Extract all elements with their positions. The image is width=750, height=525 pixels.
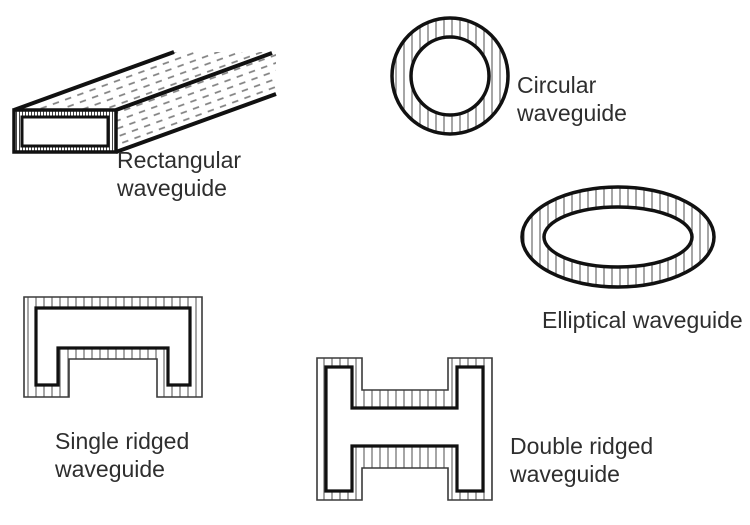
circular-waveguide-label-line1: Circular — [517, 72, 597, 98]
double-ridged-waveguide-label: Double ridged waveguide — [510, 432, 653, 488]
circular-waveguide-cavity — [409, 35, 491, 117]
circular-waveguide-drawing — [390, 16, 510, 136]
rectangular-waveguide-label: Rectangular waveguide — [117, 146, 241, 202]
single-ridged-waveguide-label-line1: Single ridged — [55, 428, 190, 454]
rect-waveguide-edge-bottom-right — [115, 92, 277, 154]
single-ridged-waveguide-label-line2: waveguide — [55, 456, 165, 482]
elliptical-waveguide-label: Elliptical waveguide — [542, 306, 743, 334]
rectangular-waveguide-label-line2: waveguide — [117, 175, 227, 201]
rect-waveguide-side-face — [116, 52, 276, 152]
circular-waveguide-label: Circular waveguide — [517, 71, 627, 127]
single-ridged-waveguide-label: Single ridged waveguide — [55, 427, 189, 483]
elliptical-waveguide-cavity — [542, 205, 694, 269]
rect-waveguide-cavity — [20, 115, 110, 148]
single-ridged-cavity — [34, 306, 192, 387]
elliptical-waveguide-label-line1: Elliptical waveguide — [542, 307, 743, 333]
circular-waveguide-label-line2: waveguide — [517, 100, 627, 126]
rect-waveguide-top-face — [14, 52, 276, 110]
double-ridged-cavity — [324, 365, 485, 493]
single-ridged-waveguide-drawing — [23, 296, 203, 398]
double-ridged-waveguide-drawing — [316, 357, 493, 501]
elliptical-waveguide-drawing — [520, 185, 716, 289]
rectangular-waveguide-drawing — [12, 50, 277, 154]
double-ridged-waveguide-label-line1: Double ridged — [510, 433, 654, 459]
double-ridged-waveguide-label-line2: waveguide — [510, 461, 620, 487]
rect-waveguide-edge-top-right — [115, 51, 273, 112]
rectangular-waveguide-label-line1: Rectangular — [117, 147, 242, 173]
rect-waveguide-edge-back-left — [13, 50, 175, 112]
